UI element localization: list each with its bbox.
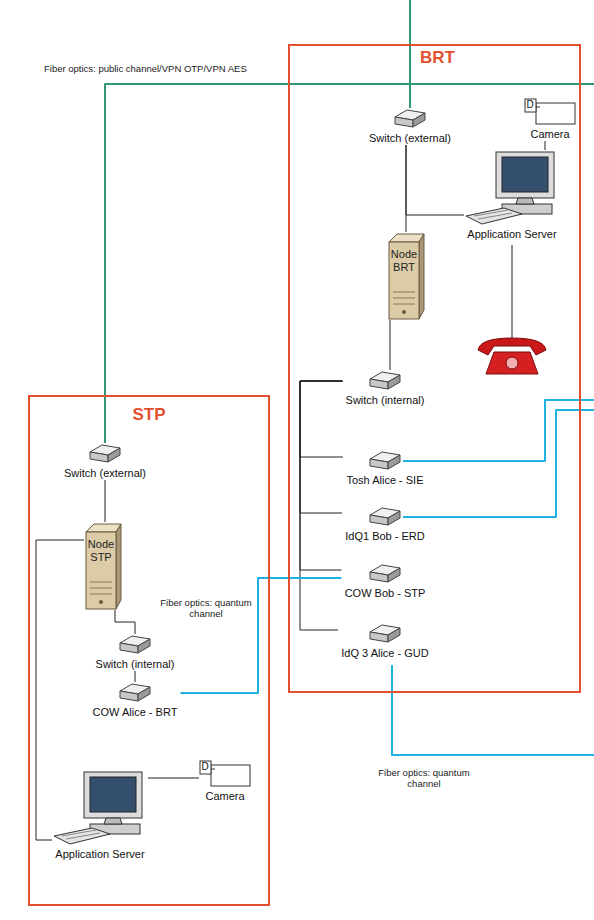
pc-device: Application Server (52, 770, 148, 861)
switch-icon (89, 443, 121, 465)
switch-icon (394, 108, 426, 130)
device-label: Switch (internal) (93, 658, 178, 671)
server-name: Node BRT (389, 232, 419, 274)
site-title: STP (30, 405, 268, 425)
device-label: Switch (external) (366, 132, 454, 145)
network-link (390, 320, 391, 370)
fiber-label: Fiber optics: quantum channel (378, 767, 470, 789)
device-label: Tosh Alice - SIE (343, 474, 427, 487)
network-link (36, 540, 84, 840)
server-device: Node BRT (387, 232, 425, 320)
camera-mark: D (199, 760, 211, 774)
server-device: Node STP (84, 522, 122, 610)
switch-icon (369, 370, 401, 392)
switch-device: Switch (external) (366, 108, 454, 145)
device-label: IdQ 3 Alice - GUD (338, 647, 432, 660)
device-label: COW Bob - STP (342, 587, 429, 600)
server-icon (84, 522, 122, 610)
pc-device: Application Server (464, 150, 560, 241)
switch-device: COW Bob - STP (342, 563, 429, 600)
device-label: Switch (external) (61, 467, 149, 480)
switch-device: Tosh Alice - SIE (343, 450, 427, 487)
device-label: COW Alice - BRT (90, 706, 181, 719)
network-link (406, 145, 464, 215)
network-link (300, 381, 343, 630)
switch-device: Switch (internal) (343, 370, 428, 407)
site-region: BRT Switch (external) D CameraNode BRT Appli… (288, 44, 581, 693)
switch-icon (119, 634, 151, 656)
camera-mark: D (524, 98, 536, 112)
device-label: Application Server (52, 848, 148, 861)
phone-wire (512, 245, 513, 339)
switch-device: COW Alice - BRT (90, 682, 181, 719)
green-fiber-line (410, 83, 594, 85)
network-link (105, 480, 106, 522)
network-link (148, 778, 199, 779)
blue-fiber-line (403, 410, 594, 517)
server-icon (387, 232, 425, 320)
pc-icon (466, 150, 558, 226)
telephone-icon (478, 338, 546, 374)
network-link (115, 610, 135, 634)
switch-device: IdQ1 Bob - ERD (342, 506, 428, 543)
fiber-label: Fiber optics: quantum channel (160, 597, 252, 619)
server-name: Node STP (86, 522, 116, 564)
switch-icon (119, 682, 151, 704)
blue-fiber-line (392, 665, 594, 755)
switch-device: Switch (external) (61, 443, 149, 480)
switch-icon (369, 563, 401, 585)
device-label: IdQ1 Bob - ERD (342, 530, 428, 543)
switch-device: IdQ 3 Alice - GUD (338, 623, 432, 660)
switch-icon (369, 506, 401, 528)
switch-icon (369, 623, 401, 645)
switch-device: Switch (internal) (93, 634, 178, 671)
device-label: Camera (524, 128, 576, 141)
green-fiber-line (409, 0, 411, 84)
fiber-label: Fiber optics: public channel/VPN OTP/VPN… (44, 63, 247, 74)
device-label: Application Server (464, 228, 560, 241)
camera-device: D Camera (199, 760, 251, 803)
site-title: BRT (420, 48, 455, 68)
pc-icon (54, 770, 146, 846)
switch-icon (369, 450, 401, 472)
camera-device: D Camera (524, 98, 576, 141)
network-link (545, 141, 546, 150)
site-region: STP Switch (external) Node STP Switch (inte… (28, 395, 270, 906)
network-link (300, 381, 343, 513)
green-fiber-connector (105, 84, 410, 443)
device-label: Switch (internal) (343, 394, 428, 407)
device-label: Camera (199, 790, 251, 803)
network-link (135, 671, 136, 682)
network-link (300, 381, 343, 457)
network-link (300, 381, 343, 570)
blue-fiber-connector (181, 578, 342, 693)
